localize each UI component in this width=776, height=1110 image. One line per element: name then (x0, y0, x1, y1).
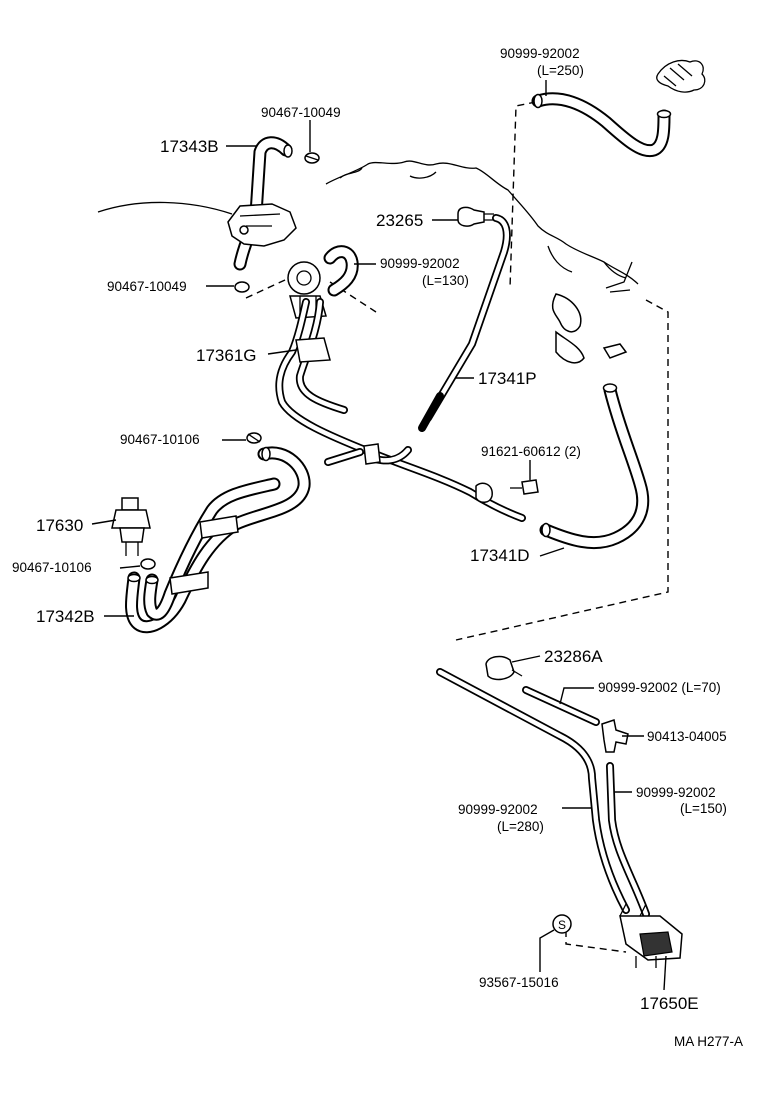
label-hose-l70: 90999-92002 (L=70) (598, 680, 721, 695)
reference-dashed-lines (245, 101, 669, 953)
hose-l150[interactable] (606, 762, 650, 918)
label-17341d: 17341D (470, 546, 530, 565)
label-hose-l150-len: (L=150) (680, 801, 727, 816)
clamp-90467-10106-upper[interactable] (246, 432, 262, 444)
check-valve-23286a[interactable] (485, 655, 523, 681)
label-23286a: 23286A (544, 647, 603, 666)
diagram-code: MA H277-A (674, 1034, 743, 1049)
bolt-91621-60612[interactable] (510, 479, 539, 495)
part-labels: 90999-92002 (L=250) 90467-10049 17343B 2… (12, 46, 743, 1049)
label-hose-l130-pn: 90999-92002 (380, 256, 460, 271)
hose-l250[interactable] (531, 92, 672, 158)
tee-90413-04005[interactable] (601, 719, 629, 753)
hose-17342b[interactable] (125, 446, 311, 634)
leader-lines (91, 80, 667, 991)
label-17342b: 17342B (36, 607, 95, 626)
hand-symbol-icon (656, 59, 706, 93)
label-tee-90413: 90413-04005 (647, 729, 727, 744)
valve-bracket (227, 203, 297, 247)
seal-93567-15016[interactable]: S (552, 914, 572, 934)
hose-l70[interactable] (522, 686, 600, 726)
label-17361g: 17361G (196, 346, 257, 365)
vsv-17650e[interactable] (619, 903, 683, 968)
label-hose-l250-len: (L=250) (537, 63, 584, 78)
label-17341p: 17341P (478, 369, 537, 388)
label-hose-l250-pn: 90999-92002 (500, 46, 580, 61)
label-hose-l150-pn: 90999-92002 (636, 785, 716, 800)
hose-17341d[interactable] (539, 383, 650, 550)
check-valve-23265[interactable] (457, 206, 494, 227)
label-clamp-mid: 90467-10049 (107, 279, 187, 294)
label-17343b: 17343B (160, 137, 219, 156)
label-clamp-left-upper: 90467-10106 (120, 432, 200, 447)
label-hose-l280-pn: 90999-92002 (458, 802, 538, 817)
hose-17343b[interactable] (233, 136, 293, 271)
clamp-90467-10106-lower[interactable] (140, 558, 156, 570)
clamp-90467-10049-top[interactable] (304, 152, 320, 164)
pipe-17361g[interactable] (275, 298, 526, 522)
label-17630: 17630 (36, 516, 83, 535)
label-clamp-top: 90467-10049 (261, 105, 341, 120)
label-seal: 93567-15016 (479, 975, 559, 990)
clamp-90467-10049-mid[interactable] (234, 281, 250, 293)
engine-outline (97, 160, 639, 285)
hose-l130[interactable] (323, 245, 359, 297)
label-hose-l130-len: (L=130) (422, 273, 469, 288)
label-17650e: 17650E (640, 994, 699, 1013)
engine-bracket-parts (551, 261, 633, 364)
label-23265: 23265 (376, 211, 423, 230)
pipe-17341p[interactable] (418, 214, 511, 432)
seal-symbol: S (558, 918, 566, 932)
label-hose-l280-len: (L=280) (497, 819, 544, 834)
label-clamp-left-lower: 90467-10106 (12, 560, 92, 575)
label-bolt: 91621-60612 (2) (481, 444, 581, 459)
hose-l280[interactable] (436, 668, 630, 914)
valve-17630[interactable] (111, 497, 151, 556)
